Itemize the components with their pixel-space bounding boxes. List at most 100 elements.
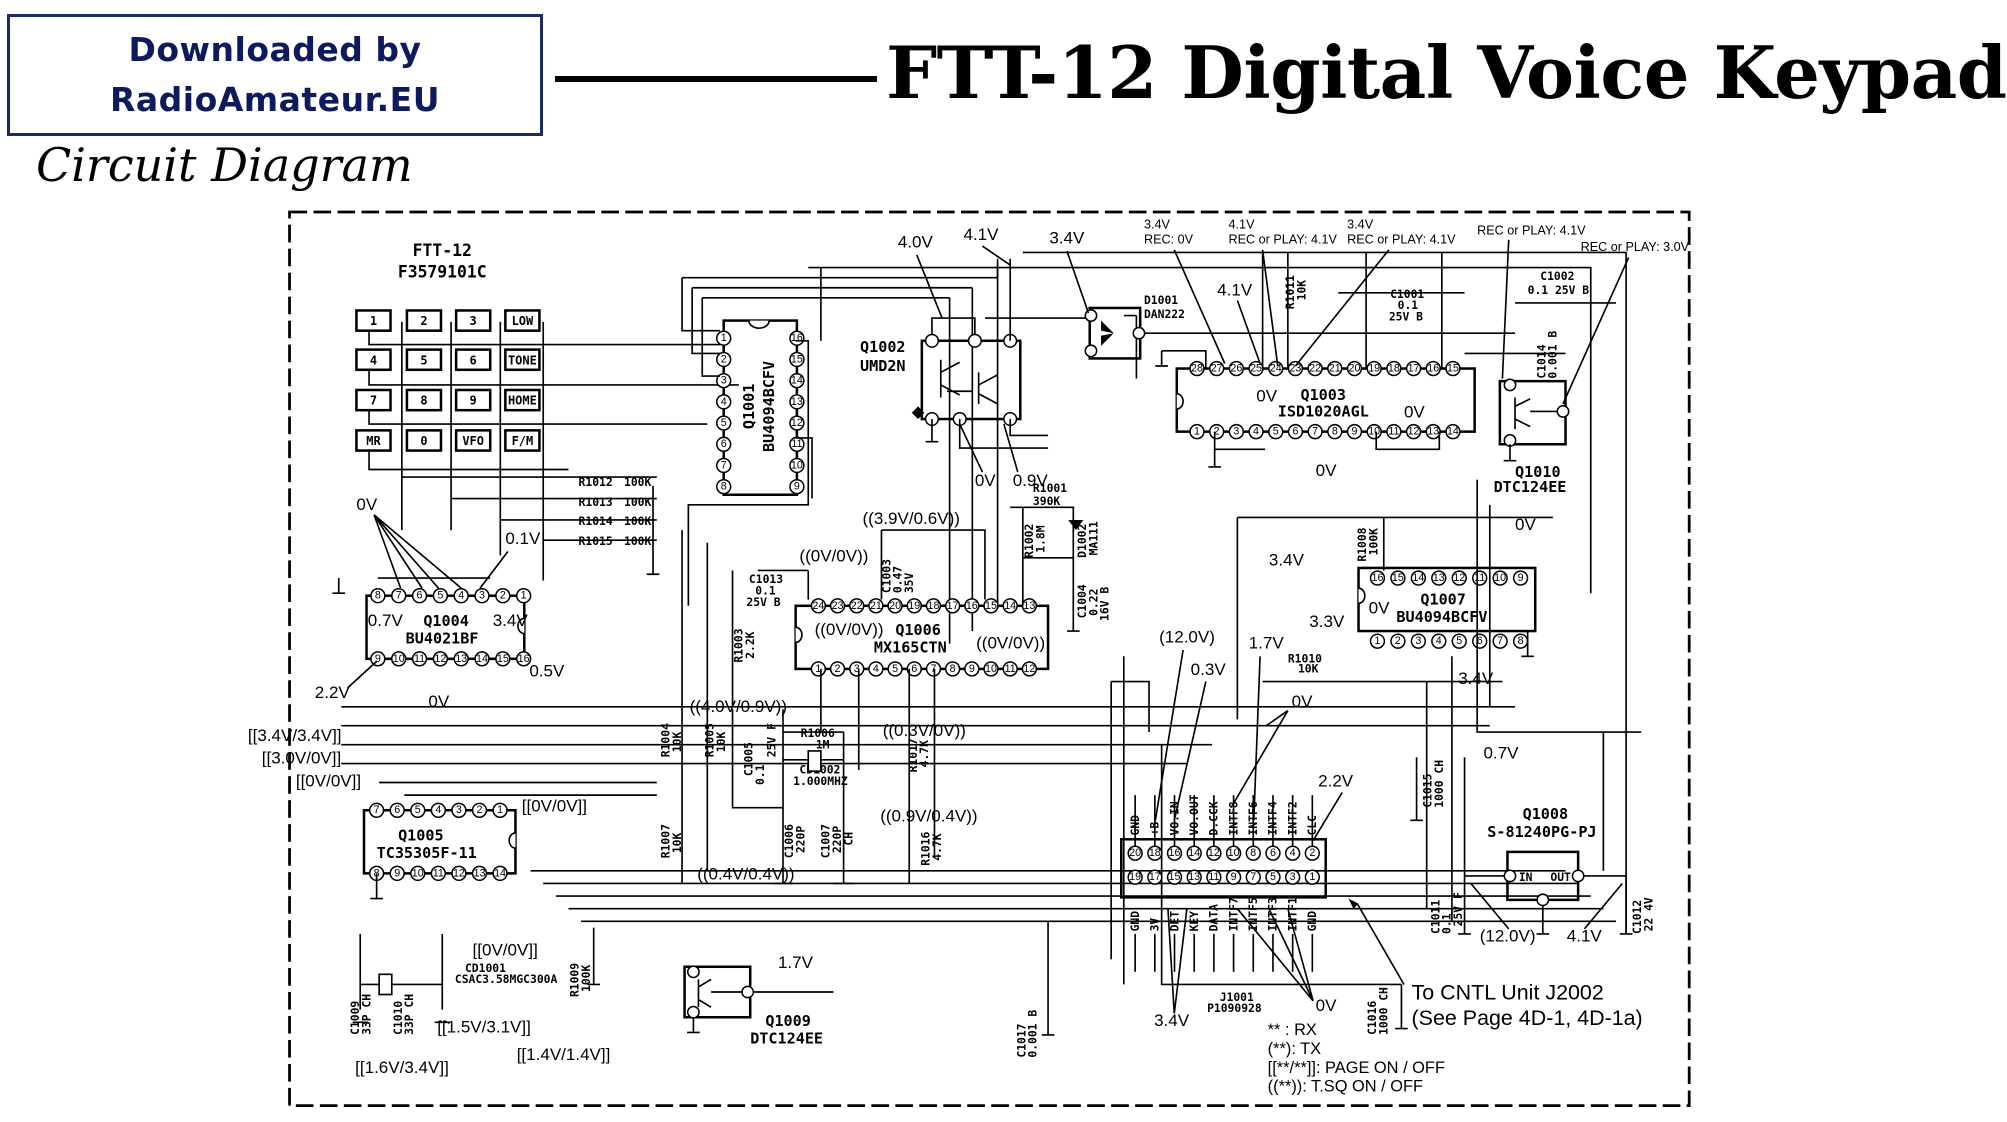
pin-13: 13 — [789, 394, 805, 410]
c1010-value: 33P CH — [402, 994, 416, 1035]
key-f-m: F/M — [504, 429, 541, 452]
svg-text:13: 13 — [1427, 426, 1439, 438]
svg-text:13: 13 — [1188, 871, 1200, 883]
svg-text:11: 11 — [414, 653, 425, 665]
svg-text:5: 5 — [1270, 871, 1276, 883]
pin-22: 22 — [849, 598, 865, 614]
svg-text:1: 1 — [815, 663, 821, 675]
svg-text:2: 2 — [721, 353, 727, 365]
r1002-ref: R1002 — [1022, 524, 1036, 558]
c1010-ref: C1010 — [391, 1001, 405, 1035]
pin-4: 4 — [868, 661, 884, 677]
r1012-label: R1012 — [579, 475, 613, 489]
svg-text:7: 7 — [930, 663, 936, 675]
svg-text:1: 1 — [1194, 426, 1200, 438]
pin-16: 16 — [1425, 360, 1441, 377]
legend-item: ((**)): T.SQ ON / OFF — [1268, 1078, 1423, 1096]
pin-17: 17 — [1405, 360, 1422, 377]
pin-16: 16 — [515, 651, 532, 667]
r1012-value: 100K — [624, 475, 651, 489]
pin-15: 15 — [789, 351, 805, 368]
r1007-value: 10K — [670, 833, 684, 854]
pin-10: 10 — [1492, 570, 1508, 586]
c1001-ref: C1001 — [1390, 287, 1424, 301]
pin-2: 2 — [829, 661, 846, 677]
v-q1002-4v0: 4.0V — [898, 232, 934, 251]
svg-text:7: 7 — [1312, 426, 1318, 438]
q1004-ref: Q1004 — [423, 612, 469, 630]
pin-9: 9 — [1512, 570, 1529, 586]
q1007-ref: Q1007 — [1420, 591, 1466, 609]
pin-5: 5 — [1268, 423, 1284, 440]
pin-11: 11 — [1471, 570, 1488, 586]
v-cd-16: [[1.6V/3.4V]] — [355, 1058, 449, 1077]
v-j-17: 1.7V — [1249, 634, 1285, 653]
pin-6: 6 — [715, 436, 732, 452]
svg-text:10: 10 — [1368, 426, 1380, 438]
svg-text:13: 13 — [455, 653, 467, 665]
r1010-ref: R1010 — [1288, 652, 1322, 666]
pin-9: 9 — [389, 865, 405, 882]
svg-text:1: 1 — [521, 590, 527, 602]
pin-3: 3 — [451, 802, 467, 818]
board-outline — [288, 210, 1691, 1107]
svg-text:1: 1 — [1309, 871, 1315, 883]
svg-text:6: 6 — [470, 353, 477, 367]
svg-text:11: 11 — [1005, 663, 1016, 675]
svg-text:3: 3 — [470, 314, 477, 328]
pin-20: 20 — [887, 598, 903, 614]
svg-text:5: 5 — [415, 804, 421, 816]
svg-text:8: 8 — [420, 394, 427, 408]
svg-text:9: 9 — [1518, 572, 1524, 584]
c1013-ref: C1013 — [749, 572, 783, 586]
svg-text:28: 28 — [1191, 363, 1203, 375]
svg-text:9: 9 — [1352, 426, 1358, 438]
svg-text:VFO: VFO — [462, 434, 484, 448]
svg-text:12: 12 — [1208, 847, 1220, 859]
pin-10: 10 — [1366, 423, 1382, 440]
r1015-value: 100K — [624, 534, 651, 548]
svg-text:8: 8 — [1518, 635, 1524, 647]
r1003-value: 2.2K — [743, 631, 757, 658]
svg-text:4: 4 — [458, 590, 464, 602]
svg-text:8: 8 — [950, 663, 956, 675]
svg-text:14: 14 — [494, 867, 506, 879]
v-q1004-3v4: 3.4V — [493, 611, 529, 630]
pin-16: 16 — [964, 598, 980, 614]
resistor-bank-r1012-r1015: R1012 100K R1013 100K R1014 100K R1015 1… — [579, 475, 660, 576]
svg-text:6: 6 — [417, 590, 423, 602]
v-q1004-2v2: 2.2V — [315, 683, 351, 702]
v-q1003-top2b: REC or PLAY: 4.1V — [1229, 233, 1338, 247]
v-q1008-12: (12.0V) — [1480, 927, 1536, 946]
svg-text:17: 17 — [947, 600, 959, 612]
v-q1007-34b: 3.4V — [1458, 669, 1494, 688]
pin-7: 7 — [925, 661, 942, 677]
pin-7: 7 — [368, 802, 385, 818]
svg-text:8: 8 — [1332, 426, 1338, 438]
v-q1003-0v-left: 0V — [1256, 386, 1277, 405]
r1004-value: 10K — [670, 732, 684, 753]
svg-text:9: 9 — [969, 663, 975, 675]
pin-9: 9 — [1346, 423, 1363, 440]
v-q1009-17: 1.7V — [778, 953, 814, 972]
svg-text:12: 12 — [453, 867, 465, 879]
c1013-value: 0.1 — [755, 583, 776, 597]
q1008-ref: Q1008 — [1523, 805, 1569, 823]
q1004-part: BU4021BF — [406, 630, 479, 648]
diode-d1001: D1001 DAN222 — [984, 293, 1516, 360]
c1002-ref: C1002 — [1540, 269, 1574, 283]
v-q1002-0v: 0V — [975, 471, 996, 490]
note-see-page: (See Page 4D-1, 4D-1a) — [1412, 1006, 1643, 1030]
banner-line-1: Downloaded by — [128, 30, 422, 69]
svg-text:TONE: TONE — [508, 353, 537, 367]
svg-text:15: 15 — [791, 353, 803, 365]
top-bus-wiring — [681, 251, 1627, 733]
pin-2: 2 — [1390, 633, 1406, 649]
r1006-ref: R1006 — [801, 726, 835, 740]
svg-text:22: 22 — [851, 600, 863, 612]
